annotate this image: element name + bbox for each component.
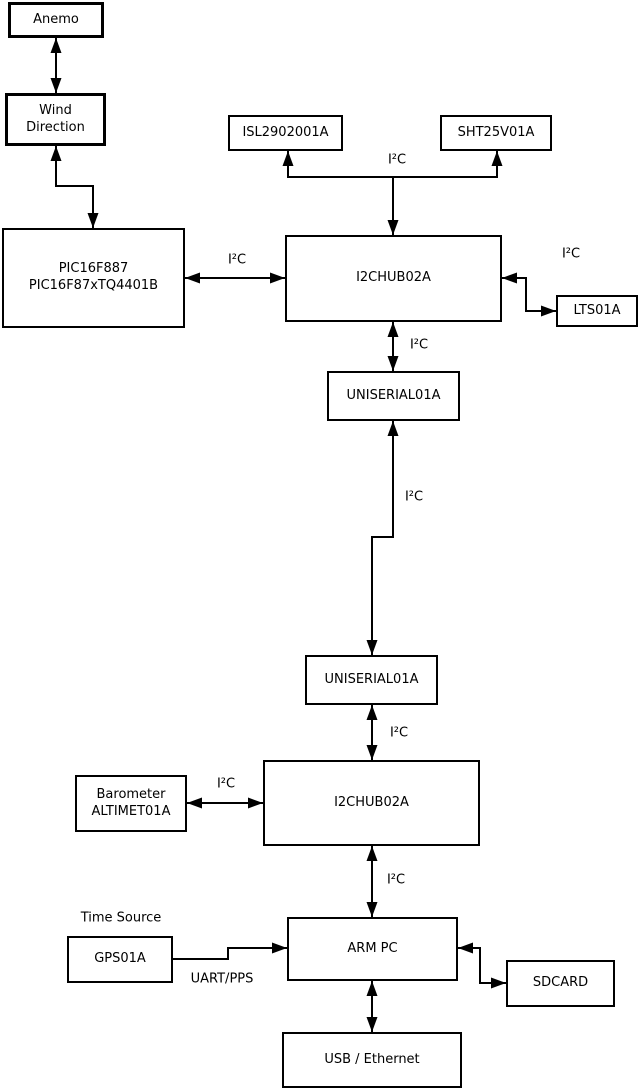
node-i2chub02a-bottom: I2CHUB02A [263,760,480,846]
edge-label-i2c-uniserial-hub2: I²C [389,725,409,741]
node-gps01a: GPS01A [67,936,173,983]
annotation-time-source: Time Source [80,910,162,926]
node-uniserial01a-top: UNISERIAL01A [327,371,460,421]
node-lts01a: LTS01A [556,295,638,327]
node-isl2902001a: ISL2902001A [228,115,343,151]
edge-label-i2c-hub-sensors: I²C [387,152,407,168]
connector-wind-pic [50,146,99,228]
node-sht25v01a: SHT25V01A [440,115,552,151]
edge-label-i2c-hub-uniserial: I²C [409,337,429,353]
node-uniserial01a-bottom: UNISERIAL01A [305,655,438,705]
node-i2chub02a-top: I2CHUB02A [285,235,502,322]
connector-gps-arm [173,942,287,960]
node-pic16f887: PIC16F887 PIC16F87xTQ4401B [2,228,185,328]
edge-label-i2c-hub2-arm: I²C [386,872,406,888]
connector-hub-sht [393,151,503,178]
connector-arm-sdcard [458,942,506,989]
connector-hub-lts [502,272,556,317]
node-sdcard: SDCARD [506,960,615,1007]
node-barometer-altimet01a: Barometer ALTIMET01A [75,775,187,832]
node-anemo: Anemo [8,2,104,38]
node-usb-ethernet: USB / Ethernet [282,1032,462,1088]
connector-uniserial-uniserial [366,421,399,655]
edge-label-i2c-hub-lts: I²C [561,246,581,262]
edge-label-i2c-barometer-hub2: I²C [216,776,236,792]
edge-label-i2c-pic-hub: I²C [227,252,247,268]
edge-label-i2c-uniserial-uniserial: I²C [404,489,424,505]
node-arm-pc: ARM PC [287,917,458,981]
node-wind-direction: Wind Direction [5,93,106,146]
annotation-uart-pps: UART/PPS [190,971,254,987]
connector-hub-isl [282,151,393,178]
